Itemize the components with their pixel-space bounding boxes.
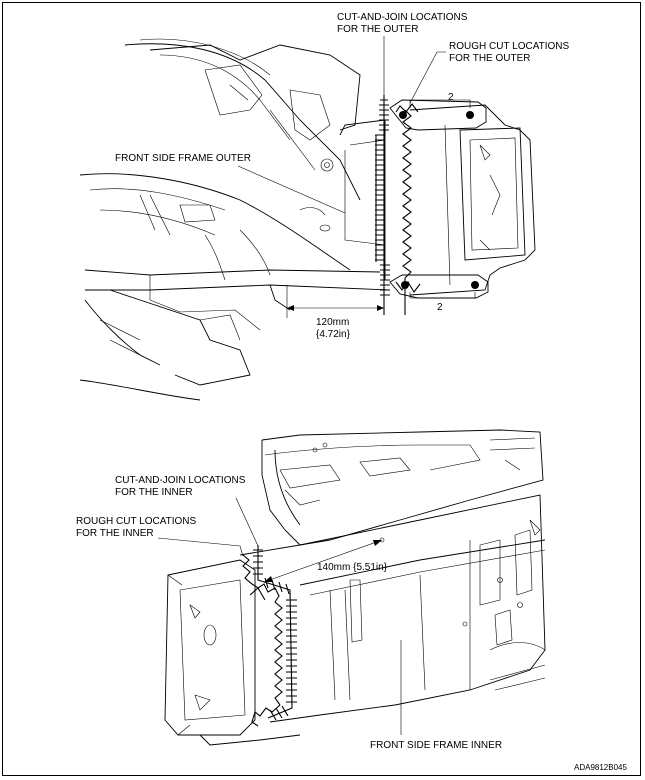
cut-join-inner-label-line2: FOR THE INNER <box>115 487 193 498</box>
rough-cut-inner-label-line1: ROUGH CUT LOCATIONS <box>76 516 197 527</box>
cut-join-inner-leader <box>235 497 259 547</box>
cut-join-outer-label-line1: CUT-AND-JOIN LOCATIONS <box>337 12 468 23</box>
dimension-140mm-value: 140mm {5.51in} <box>317 562 388 573</box>
rough-cut-outer-label-line2: FOR THE OUTER <box>449 53 530 64</box>
rough-cut-inner-leader <box>157 537 244 557</box>
bottom-cut-and-join-line <box>253 545 297 721</box>
dimension-140mm <box>263 537 385 583</box>
top-cut-and-join-line <box>375 95 390 315</box>
callout-number-top: 2 <box>448 92 454 103</box>
bottom-rough-cut-line <box>242 554 283 727</box>
top-rough-cut-line <box>395 103 421 315</box>
cut-join-inner-label-line1: CUT-AND-JOIN LOCATIONS <box>115 475 246 486</box>
rough-cut-outer-leader <box>409 51 446 104</box>
bottom-diagram-body <box>164 429 546 746</box>
dimension-120mm-imperial: {4.72in} <box>316 329 351 340</box>
frame-outer-leader <box>237 165 346 214</box>
rough-cut-inner-label-line2: FOR THE INNER <box>76 528 154 539</box>
top-diagram-body <box>79 38 536 401</box>
frame-inner-label: FRONT SIDE FRAME INNER <box>370 740 502 751</box>
top-bolts <box>389 99 489 299</box>
figure-id: ADA9812B045 <box>574 763 627 772</box>
frame-outer-label: FRONT SIDE FRAME OUTER <box>115 153 251 164</box>
callout-number-bottom: 2 <box>437 302 443 313</box>
rough-cut-outer-label-line1: ROUGH CUT LOCATIONS <box>449 41 570 52</box>
dimension-120mm-value: 120mm <box>316 317 349 328</box>
cut-join-outer-label-line2: FOR THE OUTER <box>337 24 418 35</box>
dimension-120mm <box>286 285 384 318</box>
